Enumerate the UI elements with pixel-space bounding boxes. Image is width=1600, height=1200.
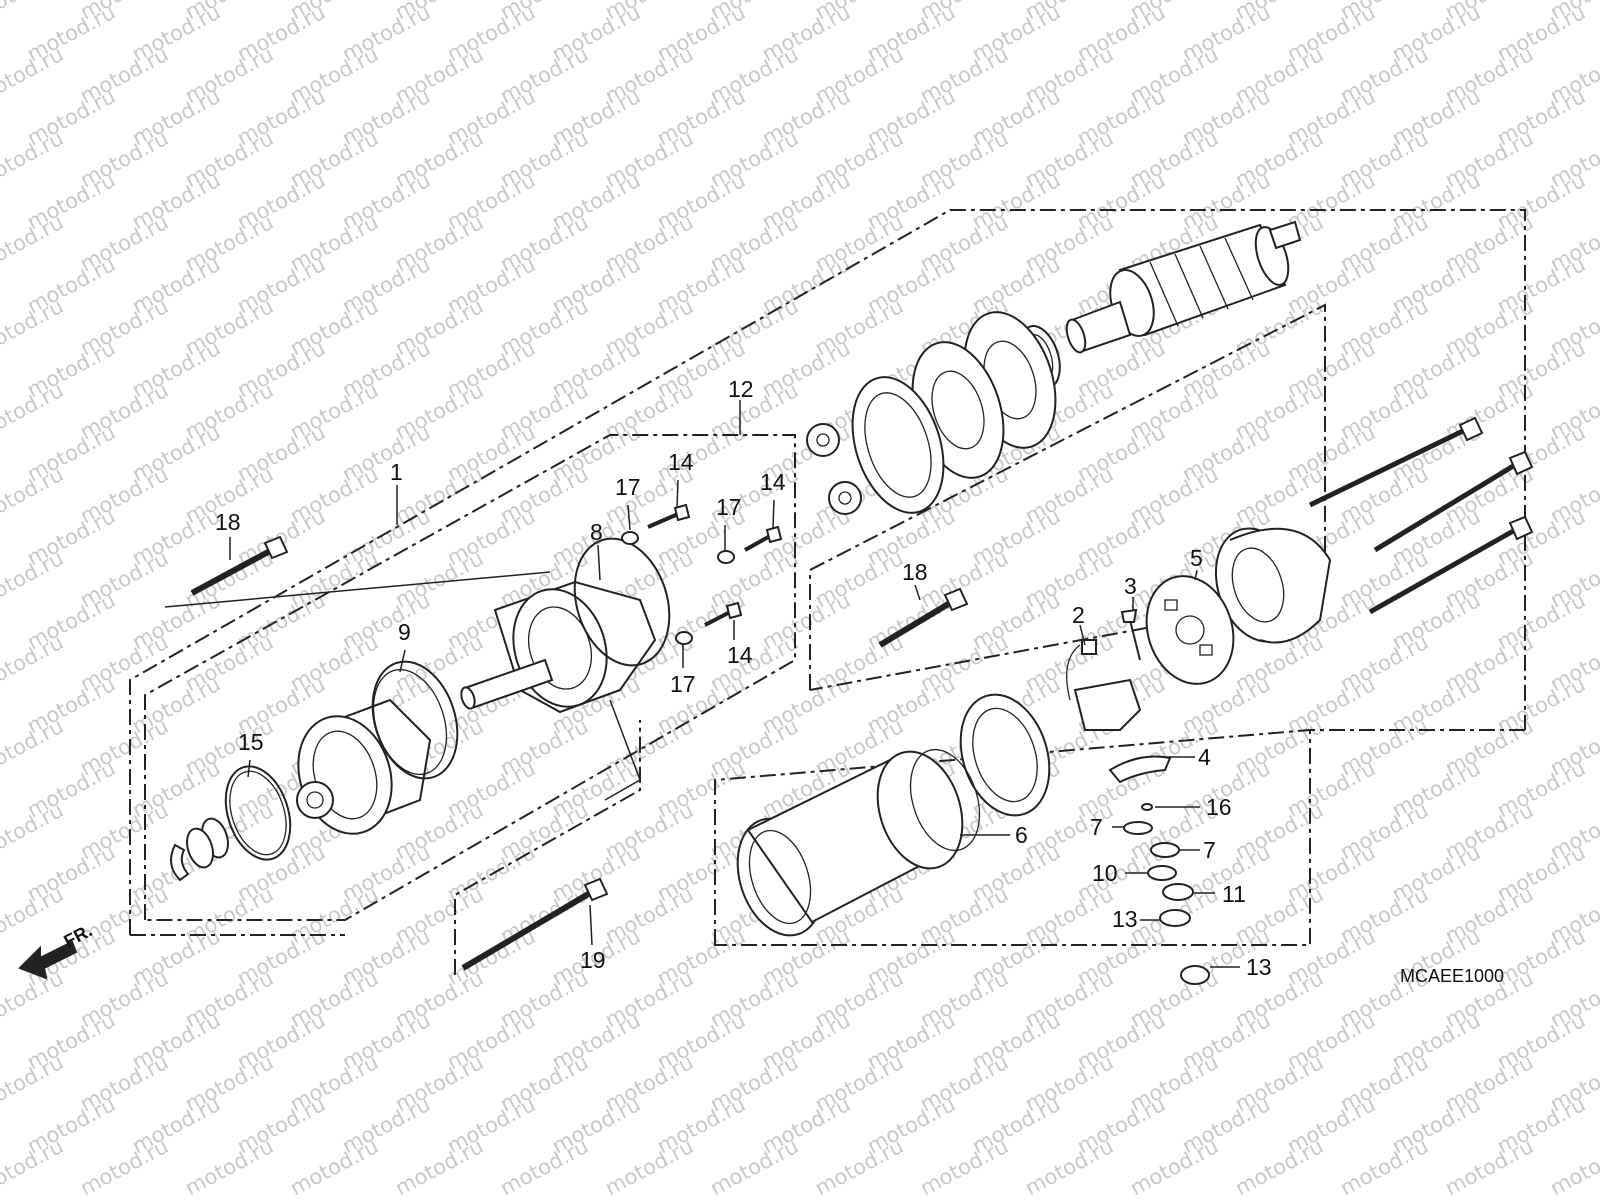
brush-terminal [1066,608,1142,731]
watermark-text: motod.ru [601,1134,697,1200]
front-seals [170,765,292,882]
rear-cover [1214,527,1332,644]
assembly-outline-1 [129,209,1526,936]
callout-7a: 7 [1090,814,1103,840]
watermark-text: motod.ru [706,1134,802,1200]
reduction-housing [460,537,671,714]
watermark-text: motod.ru [916,1134,1012,1200]
diagram-code: MCAEE1000 [1400,966,1504,986]
callout-3: 3 [1124,573,1137,599]
callout-17a: 17 [615,474,641,500]
callout-14a: 14 [668,449,694,475]
callout-19: 19 [580,947,606,973]
watermark-text: motod.ru [76,1134,172,1200]
yoke [736,693,1051,937]
leader-lines [229,400,1240,968]
terminal-hardware [1108,755,1210,985]
long-bolts [1308,416,1534,615]
watermark-text: motod.ru [811,1134,907,1200]
watermark-text: motod.ru [1546,1134,1600,1200]
assembly-outline-12 [144,434,796,921]
callout-17b: 17 [716,494,742,520]
armature-washers [851,311,1061,514]
watermark-text: motod.ru [1126,1134,1222,1200]
callout-14c: 14 [727,642,753,668]
watermark-text: motod.ru [1336,1134,1432,1200]
callout-13a: 13 [1112,906,1138,932]
front-bracket [296,660,459,835]
assembly-outline-19 [454,720,641,975]
callout-9: 9 [398,619,411,645]
mount-screws [621,503,783,645]
callout-15: 15 [238,729,264,755]
callout-labels: 1 2 3 4 5 6 7 7 8 9 10 11 12 13 13 14 14… [215,376,1272,980]
watermark-text: motod.ru [0,0,67,24]
callout-14b: 14 [760,469,786,495]
brush-holder [1145,575,1235,685]
planetary-gears [806,423,862,515]
callout-7b: 7 [1203,837,1216,863]
bolts-18-19 [164,535,969,971]
watermark-text: motod.ru [181,1134,277,1200]
watermark-text: motod.ru [286,1134,382,1200]
callout-13b: 13 [1246,954,1272,980]
callout-18a: 18 [215,509,241,535]
watermark-text: motod.ru [496,1134,592,1200]
callout-11: 11 [1222,881,1246,907]
watermark-text: motod.ru [1231,1134,1327,1200]
armature [1065,220,1302,354]
callout-8: 8 [590,519,603,545]
watermark-text: motod.ru [1441,1134,1537,1200]
front-direction-arrow: FR. [18,920,95,980]
callout-4: 4 [1198,744,1211,770]
callout-18b: 18 [902,559,928,585]
watermark-text: motod.ru [391,1134,487,1200]
callout-16: 16 [1206,794,1232,820]
callout-1: 1 [390,459,403,485]
watermark-text: motod.ru [1021,1134,1117,1200]
callout-2: 2 [1072,602,1085,628]
callout-6: 6 [1015,822,1028,848]
callout-10: 10 [1092,860,1118,886]
callout-17c: 17 [670,671,696,697]
callout-5: 5 [1190,545,1203,571]
callout-12: 12 [728,376,754,402]
